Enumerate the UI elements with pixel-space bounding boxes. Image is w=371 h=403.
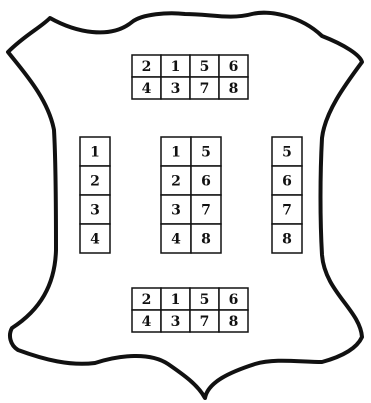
- grid-top-cell-label: 8: [229, 81, 239, 97]
- grid-center: 1 5 2 6 3 7 4 8: [161, 137, 221, 253]
- grid-center-cell-label: 5: [201, 145, 211, 161]
- grid-center-cell-label: 6: [201, 174, 211, 190]
- grid-center-cell-label: 2: [171, 174, 181, 190]
- grid-right-cell-label: 7: [282, 203, 292, 219]
- grid-bottom-cell-label: 4: [142, 314, 152, 330]
- grid-left-cell-label: 2: [90, 174, 100, 190]
- grid-right-cell-label: 6: [282, 174, 292, 190]
- grids-layer: 2 1 5 6 4 3 7 8 1 2 3 4 1 5 2 6 3 7 4 8 5 6 7 8 2 1 5 6 4 3 7 8: [80, 55, 302, 332]
- grid-right: 5 6 7 8: [272, 137, 302, 253]
- grid-bottom-cell-label: 3: [171, 314, 181, 330]
- grid-bottom-cell-label: 2: [142, 292, 152, 308]
- grid-top-cell-label: 5: [200, 59, 210, 75]
- grid-top-cell-label: 2: [142, 59, 152, 75]
- grid-center-cell-label: 3: [171, 203, 181, 219]
- grid-right-cell-label: 8: [282, 232, 292, 248]
- grid-center-cell-label: 1: [171, 145, 181, 161]
- grid-bottom-cell-label: 1: [171, 292, 181, 308]
- grid-bottom-cell-label: 6: [229, 292, 239, 308]
- grid-bottom-cell-label: 8: [229, 314, 239, 330]
- grid-left: 1 2 3 4: [80, 137, 110, 253]
- grid-center-cell-label: 7: [201, 203, 211, 219]
- grid-top-cell-label: 4: [142, 81, 152, 97]
- grid-left-cell-label: 3: [90, 203, 100, 219]
- grid-top-cell-label: 7: [200, 81, 210, 97]
- grid-bottom: 2 1 5 6 4 3 7 8: [132, 288, 248, 332]
- grid-top-cell-label: 3: [171, 81, 181, 97]
- grid-left-cell-label: 4: [90, 232, 100, 248]
- grid-bottom-cell-label: 5: [200, 292, 210, 308]
- grid-center-cell-label: 8: [201, 232, 211, 248]
- grid-right-cell-label: 5: [282, 145, 292, 161]
- grid-center-cell-label: 4: [171, 232, 181, 248]
- grid-left-cell-label: 1: [90, 145, 100, 161]
- grid-bottom-cell-label: 7: [200, 314, 210, 330]
- grid-top-cell-label: 1: [171, 59, 181, 75]
- grid-top-cell-label: 6: [229, 59, 239, 75]
- grid-top: 2 1 5 6 4 3 7 8: [132, 55, 248, 99]
